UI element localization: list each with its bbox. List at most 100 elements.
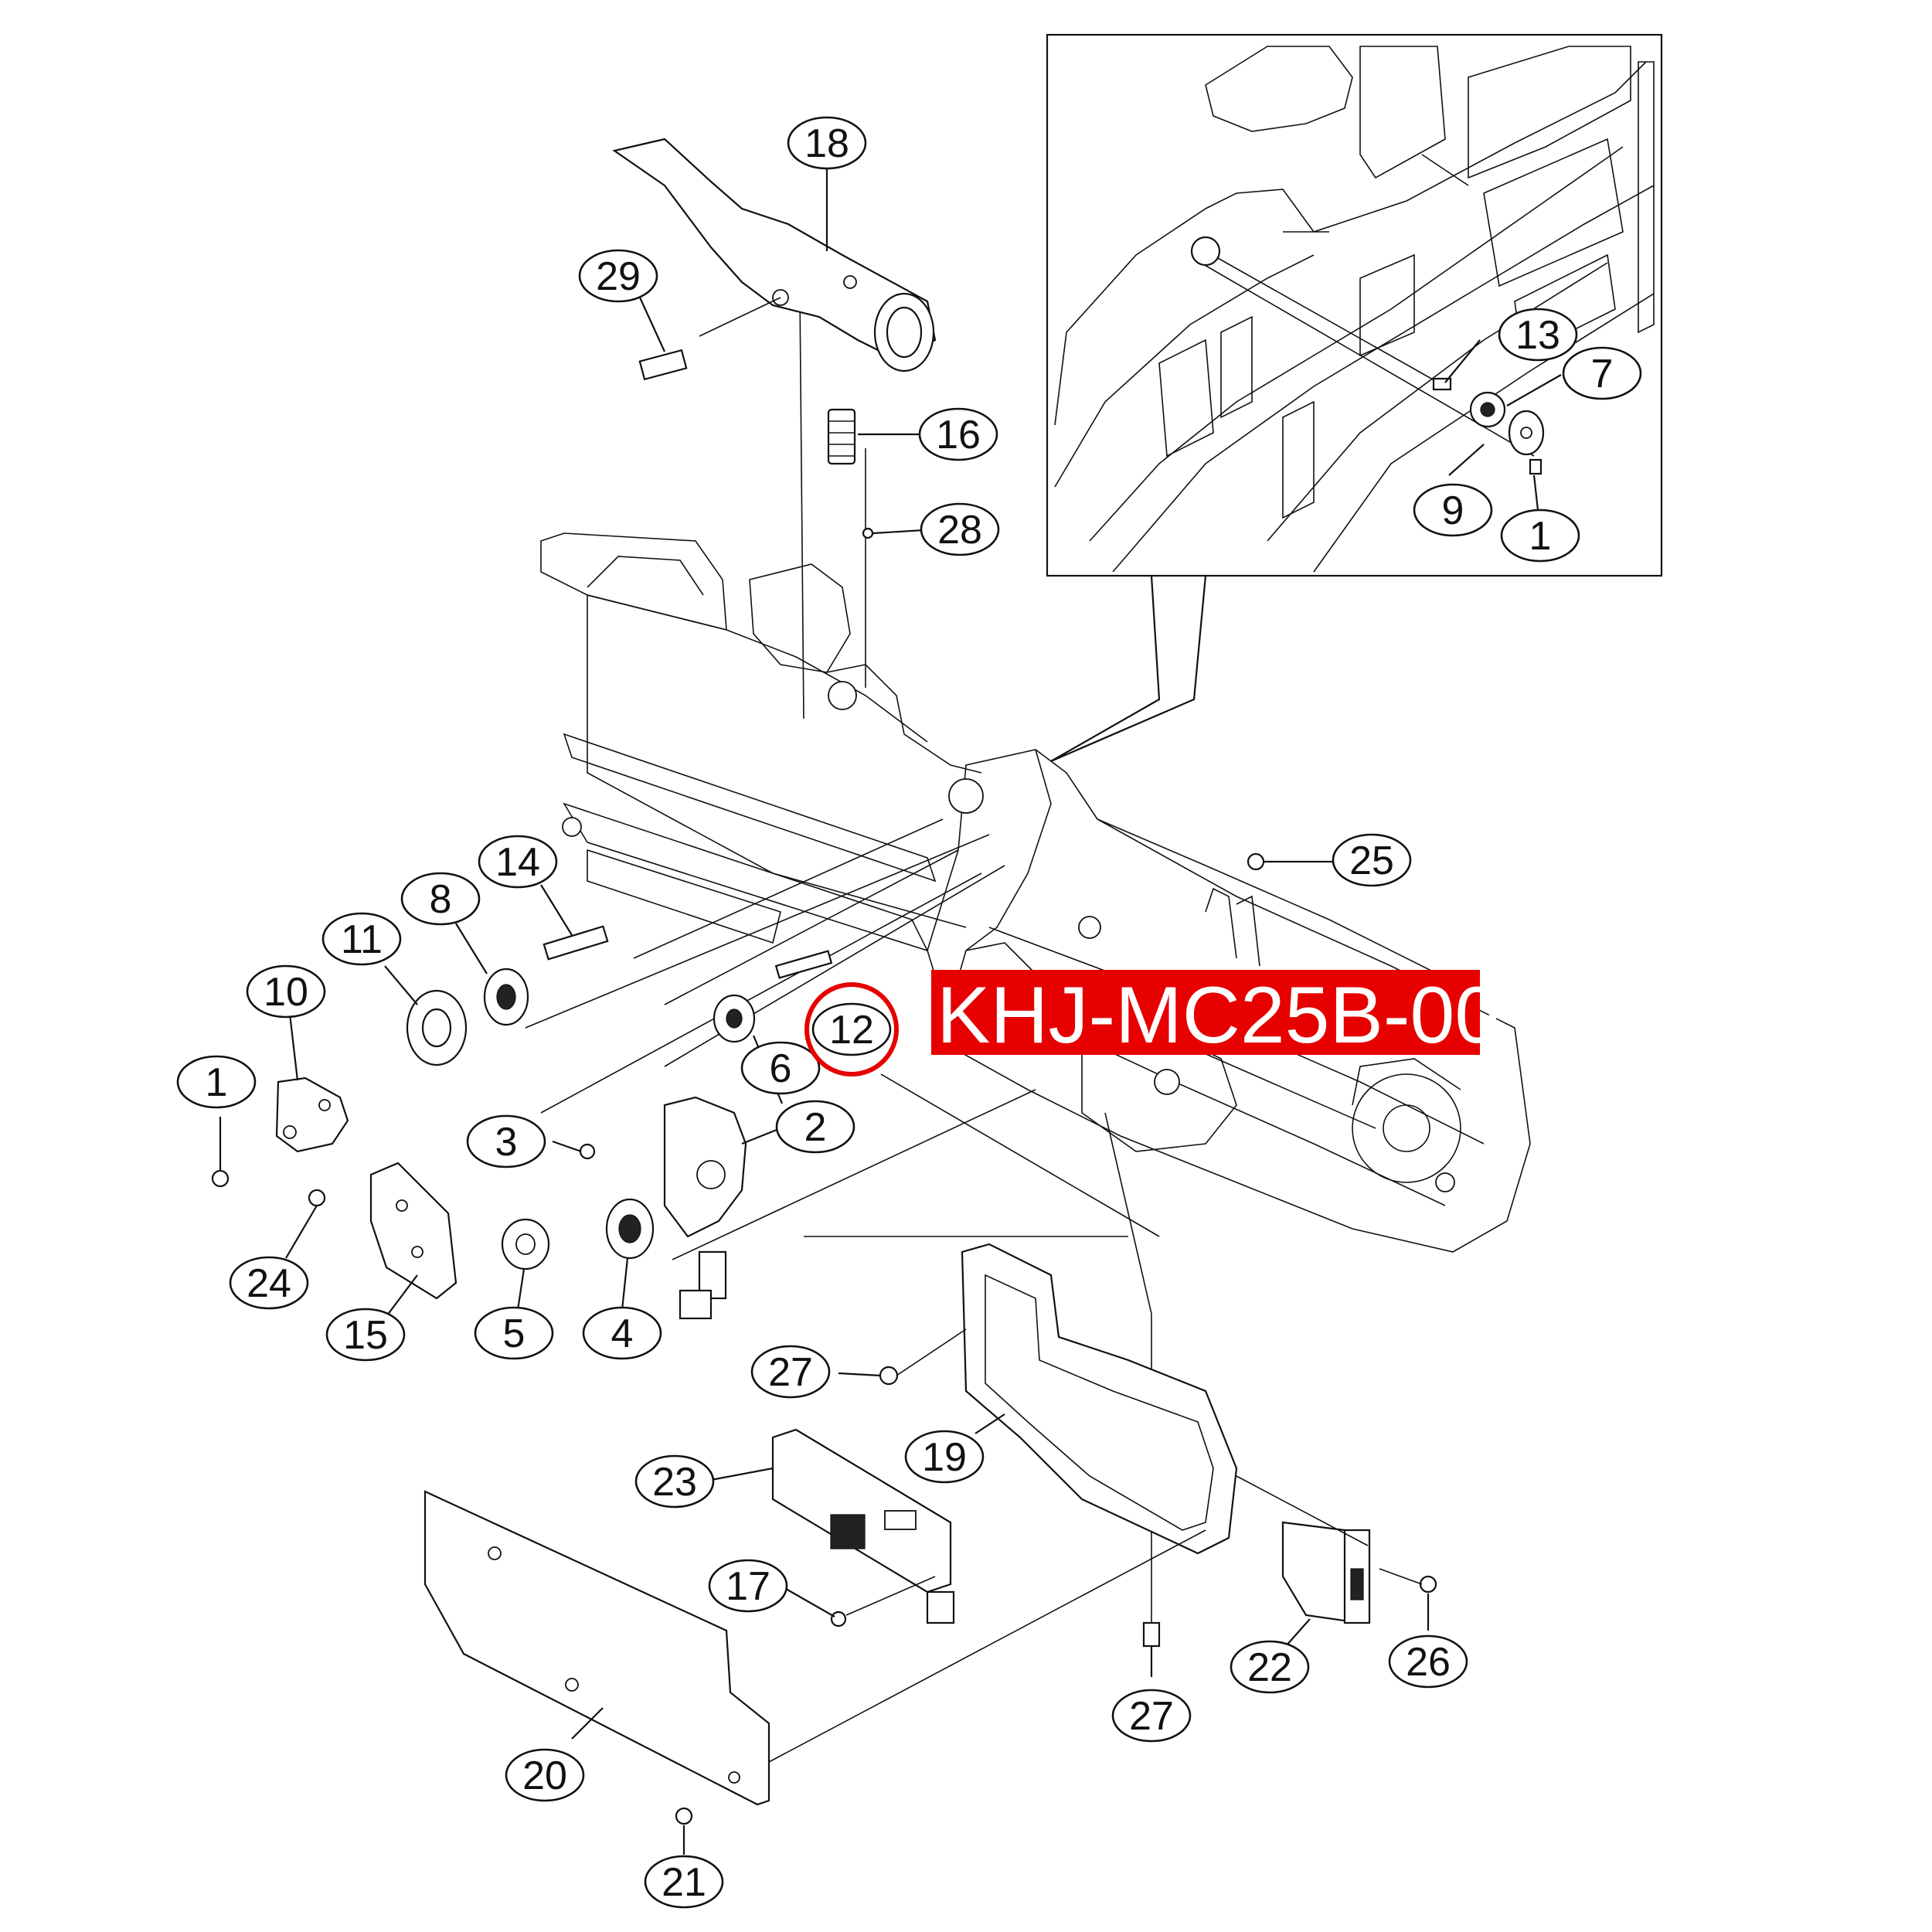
callout-label: 18 [804,121,849,166]
callout-label: 2 [804,1105,827,1150]
callout-c12: 12 [811,1002,892,1056]
callout-label: 6 [770,1046,792,1091]
callout-c9: 9 [1413,483,1493,537]
detail-inset [1046,33,1663,763]
callout-c24: 24 [229,1256,309,1310]
callout-c28: 28 [920,502,1000,556]
callout-label: 19 [922,1435,967,1480]
callout-label: 11 [341,917,383,962]
callout-balloon [582,1306,662,1360]
callout-c5: 5 [474,1306,554,1360]
callout-balloon [920,502,1000,556]
callout-balloon [474,1306,554,1360]
callout-c13: 13 [1498,308,1578,362]
callout-c10: 10 [246,964,326,1019]
callout-balloon [644,1855,724,1909]
callout-c4: 4 [582,1306,662,1360]
callout-label: 13 [1515,313,1560,358]
leader-lines [285,166,1562,1855]
callout-c15: 15 [325,1308,406,1362]
callout-label: 16 [936,413,981,457]
callout-c22: 22 [1230,1640,1310,1694]
callout-balloon [904,1430,985,1484]
callout-label: 25 [1349,838,1394,883]
callout-label: 14 [495,840,540,885]
callout-balloon [466,1114,546,1168]
callout-balloon [229,1256,309,1310]
callout-label: 4 [611,1311,634,1356]
callout-label: 7 [1591,352,1614,396]
callout-c11: 11 [321,912,402,966]
callout-label: 15 [343,1313,388,1358]
callout-balloon [787,116,867,170]
callout-c3: 3 [466,1114,546,1168]
callout-balloon [708,1559,788,1613]
callout-label: 3 [495,1120,518,1165]
callout-balloon [775,1100,855,1154]
callout-balloon [478,835,558,889]
parts [211,138,1437,1825]
callout-label: 12 [829,1008,874,1053]
callout-c7: 7 [1562,346,1642,400]
callout-balloon [1498,308,1578,362]
callout-c29: 29 [578,249,658,303]
callout-c25: 25 [1332,833,1412,887]
callout-label: 27 [1129,1694,1174,1739]
callout-balloon [1111,1689,1192,1743]
callout-label: 26 [1406,1640,1451,1685]
callout-c8: 8 [400,872,481,926]
callout-c14: 14 [478,835,558,889]
callout-label: 20 [522,1753,567,1798]
callout-balloon [1388,1634,1468,1689]
callout-c19: 19 [904,1430,985,1484]
callout-label: 28 [937,508,982,553]
callout-c26: 26 [1388,1634,1468,1689]
highlight-circle [804,982,899,1077]
callout-label: 8 [430,877,452,922]
callout-balloon [321,912,402,966]
callout-c17: 17 [708,1559,788,1613]
callout-balloon [918,407,998,461]
callout-balloon [400,872,481,926]
callout-balloon [325,1308,406,1362]
callout-c21: 21 [644,1855,724,1909]
part-number-tag-background [931,970,1480,1055]
callout-c1a: 1 [176,1055,257,1109]
callout-c2: 2 [775,1100,855,1154]
callout-c1b: 1 [1500,509,1580,563]
callout-c20: 20 [505,1748,585,1802]
callout-balloon [811,1002,892,1056]
callout-label: 21 [662,1860,706,1905]
callout-balloon [740,1041,821,1095]
callout-balloon [1413,483,1493,537]
callout-label: 24 [247,1261,291,1306]
callout-balloon [634,1454,715,1509]
callout-balloon [505,1748,585,1802]
callout-label: 9 [1442,488,1464,533]
callout-c18: 18 [787,116,867,170]
callout-c6: 6 [740,1041,821,1095]
callout-label: 17 [726,1564,770,1609]
callout-c27a: 27 [750,1345,831,1399]
callout-balloon [1230,1640,1310,1694]
callout-balloon [578,249,658,303]
callout-label: 22 [1247,1645,1292,1690]
callout-balloon [1500,509,1580,563]
callout-balloon [1562,346,1642,400]
callout-label: 5 [503,1311,526,1356]
callout-balloon [176,1055,257,1109]
callout-balloon [750,1345,831,1399]
part-number-tag: KHJ-MC25B-00 [937,971,1499,1060]
callout-label: 10 [264,970,308,1015]
callout-label: 1 [1529,514,1552,559]
callout-label: 23 [652,1460,697,1505]
callout-label: 27 [768,1350,813,1395]
callout-balloon [1332,833,1412,887]
callout-layer: 1123456789101112131415161718192021222324… [176,116,1642,1909]
callout-label: 29 [596,254,641,299]
callout-label: 1 [206,1060,228,1105]
callout-balloon [246,964,326,1019]
callout-c23: 23 [634,1454,715,1509]
callout-c16: 16 [918,407,998,461]
